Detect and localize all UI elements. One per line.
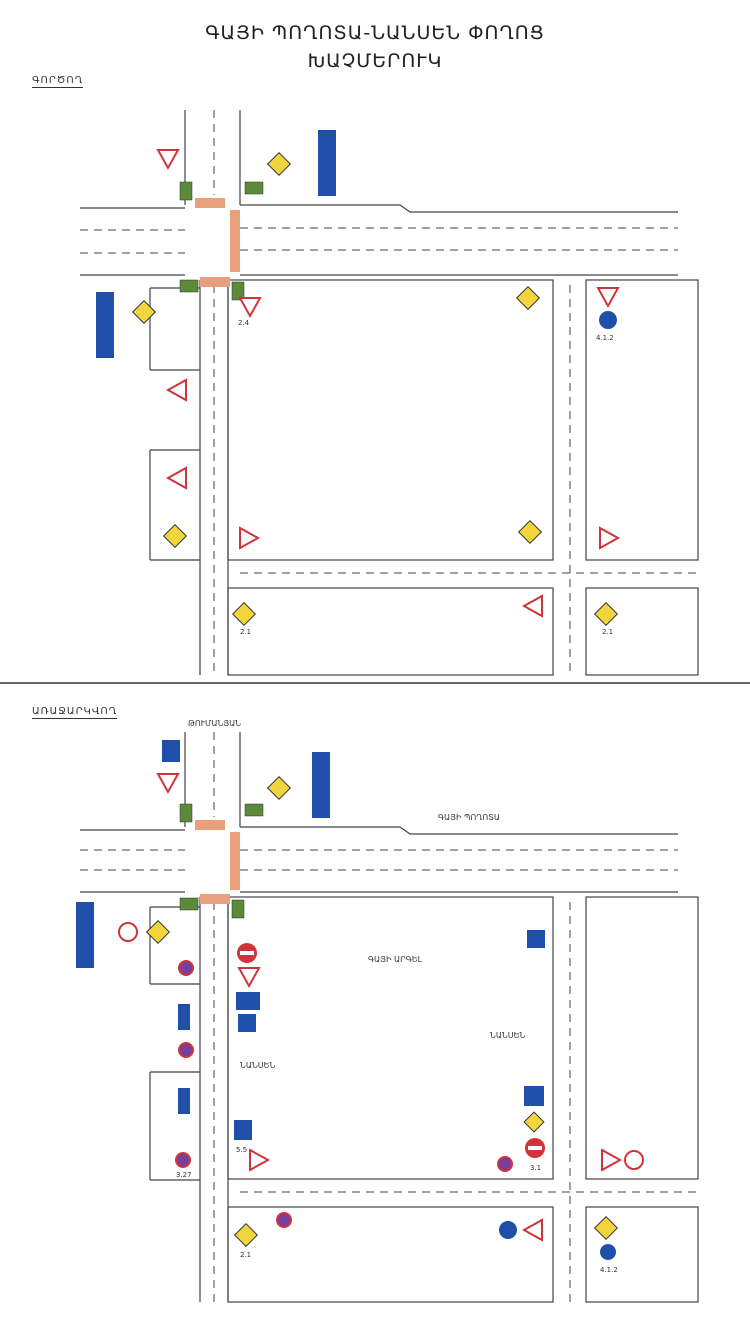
give-way-sign-north [156,773,180,795]
give-way-sign-7 [599,526,621,550]
main-road-sign-5 [517,519,543,545]
main-road-sign-7 [593,601,619,627]
sign-code-label: 5.5 [236,1146,247,1154]
section-label-proposed: ԱՌԱՋԱՐԿՎՈՂ [32,706,118,719]
main-road-sign-1 [266,151,292,177]
one-way-sign-right [527,930,545,948]
no-stopping-sign-5 [276,1212,292,1228]
main-road-sign-3 [523,1111,545,1133]
give-way-sign-4 [601,1148,623,1172]
section-label-existing: ԳՈՐԾՈՂ [32,75,84,88]
existing-intersection-diagram: 2.4 4.1.2 2.1 2.1 [80,110,699,676]
pedestrian-crossings [195,198,240,287]
diagram-title-line2: ԽԱՉՄԵՐՈՒԿ [307,50,443,72]
one-way-sign-4 [234,1120,252,1140]
proposed-intersection-diagram: ԹՈՒՄԱՆՅԱՆ ԳԱՅԻ ՊՈՂՈՏԱ ԳԱՅԻ ԱՐԳԵԼ ՆԱՆՍԵՆ … [76,719,699,1303]
sign-code-label: 4.1.2 [600,1266,618,1274]
give-way-sign-2 [237,967,261,989]
sign-code-label: 3.1 [530,1164,541,1172]
street-label-main: ԳԱՅԻ ՊՈՂՈՏԱ [438,813,500,822]
main-road-sign-3 [515,285,541,311]
give-way-sign-3 [249,1148,271,1172]
section-divider [0,682,750,684]
street-label-nansen-1: ՆԱՆՍԵՆ [240,1061,276,1070]
traffic-lights [179,803,264,919]
give-way-sign-2 [238,297,262,319]
lane-sign-top [162,740,180,762]
sign-code-label: 2.1 [240,1251,251,1259]
no-stopping-sign-1 [178,960,194,976]
give-way-sign-4 [165,378,187,402]
dead-end-sign [524,1086,544,1106]
no-entry-sign-1 [237,943,257,963]
road-network [80,110,699,676]
one-way-sign-1 [236,992,260,1010]
street-label-tumanyan: ԹՈՒՄԱՆՅԱՆ [188,719,241,728]
give-way-sign-5 [165,466,187,490]
road-network [80,732,699,1303]
give-way-sign-6 [239,526,261,550]
one-way-sign-3 [178,1088,190,1114]
lane-sign-north [318,130,336,196]
main-road-sign-5 [593,1215,619,1241]
main-road-sign-2 [131,299,157,325]
lane-markings [80,110,698,675]
main-road-sign-2 [145,919,171,945]
sign-code-label: 4.1.2 [596,334,614,342]
one-way-sign-2 [178,1004,190,1030]
main-road-sign-4 [233,1222,259,1248]
no-left-turn-sign [118,922,138,942]
main-road-sign-1 [266,775,292,801]
sign-code-label: 2.1 [240,628,251,636]
main-road-sign-4 [162,523,188,549]
park-label: ԳԱՅԻ ԱՐԳԵԼ [368,955,423,964]
lane-direction-sign [238,1014,256,1032]
no-entry-sign-2 [525,1138,545,1158]
give-way-sign-8 [521,594,543,618]
lane-sign-west [76,902,94,968]
lane-markings [80,732,698,1302]
street-label-nansen-2: ՆԱՆՍԵՆ [490,1031,526,1040]
sign-code-label: 3.27 [176,1171,192,1179]
main-road-sign-6 [231,601,257,627]
give-way-sign-3 [596,287,620,309]
lane-sign-north [312,752,330,818]
give-way-sign-5 [521,1218,543,1242]
give-way-sign-north [156,149,180,171]
no-left-turn-sign-2 [624,1150,644,1170]
turn-right-sign [599,311,617,329]
lane-sign-west [96,292,114,358]
no-stopping-sign-2 [178,1042,194,1058]
sign-code-label: 2.1 [602,628,613,636]
no-stopping-sign-4 [497,1156,513,1172]
turn-right-sign-2 [600,1244,616,1260]
traffic-lights [179,181,264,301]
no-stopping-sign-3 [175,1152,191,1168]
turn-right-sign [499,1221,517,1239]
diagram-title-line1: ԳԱՅԻ ՊՈՂՈՏԱ-ՆԱՆՍԵՆ ՓՈՂՈՑ [205,22,545,44]
pedestrian-crossings [195,820,240,904]
sign-code-label: 2.4 [238,319,250,327]
